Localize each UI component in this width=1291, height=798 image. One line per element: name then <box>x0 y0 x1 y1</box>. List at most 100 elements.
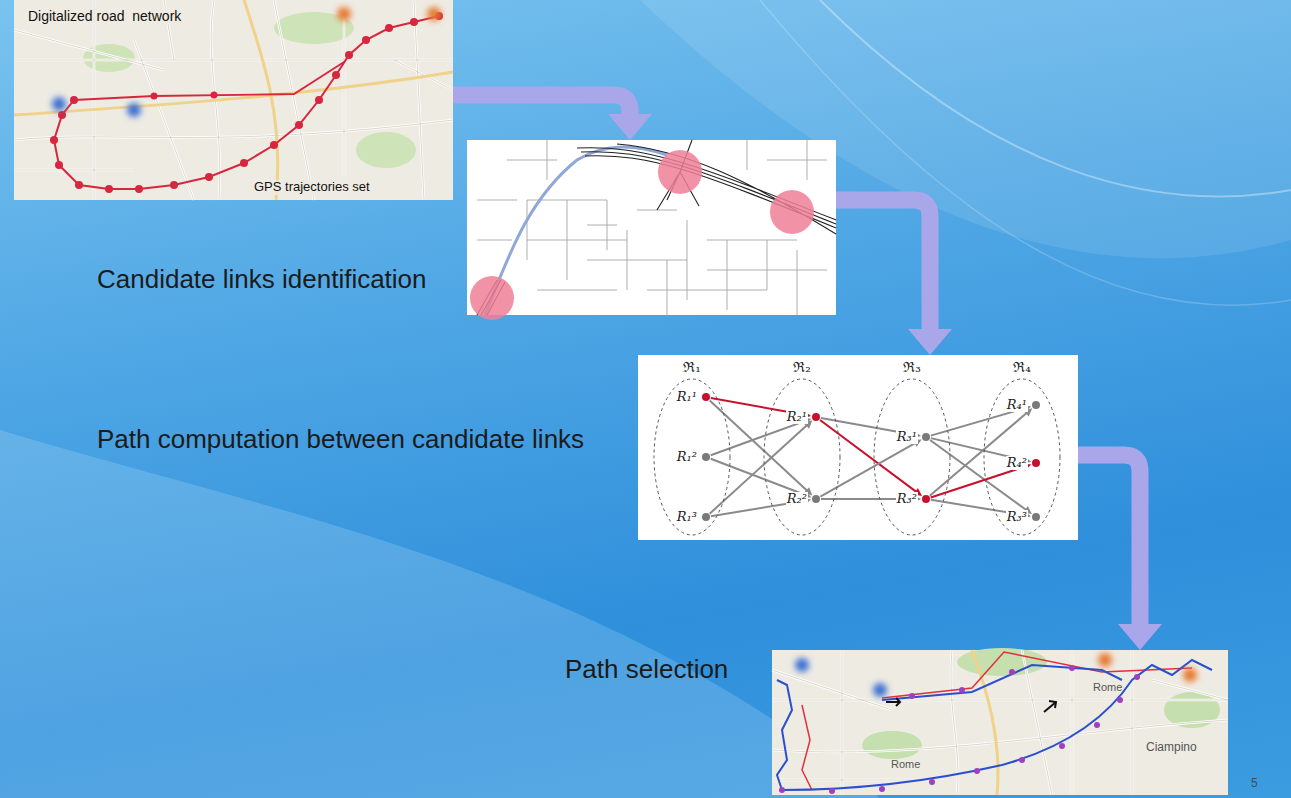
result-map-image-part-part <box>1094 722 1100 728</box>
graph-edge-line <box>711 459 805 495</box>
flow-arrow-head <box>608 114 652 140</box>
candidate-link-dot: R₂¹ <box>812 413 820 421</box>
network-image-part <box>470 150 814 320</box>
result-map-image-part-part <box>1117 697 1123 703</box>
result-map-image-part-part <box>873 683 887 697</box>
result-map-image-part-part <box>879 786 885 792</box>
connector <box>710 420 813 513</box>
background-swoosh-part <box>820 0 1291 196</box>
result-map-image-part <box>802 652 1192 790</box>
road-map-image-part-part <box>105 185 113 193</box>
graph-edge-line <box>931 408 1025 435</box>
road-map-image-part-part <box>362 36 370 44</box>
network-image <box>467 140 836 320</box>
road-map-image-part-part <box>151 93 158 100</box>
map-place-name: Rome <box>1093 681 1122 693</box>
road-map-image-part-part <box>127 103 141 117</box>
road-map-image-part-part <box>240 159 248 167</box>
candidate-link-dot: R₃³ <box>1032 513 1040 521</box>
link-label: R₁² <box>676 450 698 464</box>
link-label: R₃¹ <box>896 430 918 444</box>
road-map-image-part-part <box>135 185 143 193</box>
stage-caption: Path computation between candidate links <box>97 425 584 455</box>
result-map-image-part <box>772 650 1228 795</box>
map-annotation: GPS trajectories set <box>252 180 372 195</box>
stage-panel: Path selection <box>772 650 1228 795</box>
candidate-set-ring: ℜ₁R₁¹R₁²R₁³ <box>652 377 732 537</box>
result-map-image-part-part <box>1134 674 1140 680</box>
connector <box>1078 455 1162 650</box>
result-map-image-part <box>972 650 998 795</box>
road-map-image-part-part <box>170 181 178 189</box>
network-image-part <box>477 140 836 315</box>
result-map-image-part-part <box>829 788 835 794</box>
candidate-link-dot: R₁³ <box>702 513 710 521</box>
connector <box>820 420 922 496</box>
page-number: 5 <box>1251 777 1258 790</box>
graph-edge-line <box>930 440 1026 510</box>
map-place-name: Rome <box>891 758 920 770</box>
result-map-image-part-part <box>1059 743 1065 749</box>
road-map-image-part <box>14 0 453 200</box>
dashed-ellipse <box>872 377 952 537</box>
link-label: R₃³ <box>1006 510 1028 524</box>
road-map-image-part-part <box>337 7 351 21</box>
road-map-image <box>14 0 453 200</box>
candidate-link-dot: R₁² <box>702 453 710 461</box>
result-map-image-part <box>777 660 1212 790</box>
connector <box>453 95 652 140</box>
map-annotation: Digitalized road network <box>26 8 183 24</box>
road-map-image-part-part <box>410 18 418 26</box>
candidate-link-dot: R₃¹ <box>922 433 930 441</box>
dashed-ellipse-outline <box>984 379 1060 535</box>
result-map-image-part <box>779 665 1140 794</box>
flow-arrow-shaft <box>453 95 630 115</box>
road-map-image-part <box>50 12 443 193</box>
road-map-image-part-part <box>385 24 393 32</box>
road-map-image-part <box>14 0 453 200</box>
connector <box>710 400 813 495</box>
road-map-image-part <box>74 62 344 100</box>
dashed-ellipse-outline <box>654 379 730 535</box>
dashed-ellipse-outline <box>764 379 840 535</box>
stage-caption: Candidate links identification <box>97 265 427 295</box>
graph-edge-line <box>820 443 915 497</box>
stage-panel: Candidate links identification <box>467 140 836 315</box>
road-map-image-part-part <box>332 71 340 79</box>
graph-edge-line <box>710 425 807 514</box>
network-image-part-part <box>770 190 814 234</box>
link-label: R₄¹ <box>1006 398 1028 412</box>
candidate-set-ring: ℜ₃R₃¹R₃² <box>872 377 952 537</box>
flow-arrow-head <box>1118 624 1162 650</box>
map-place-name: Ciampino <box>1146 741 1197 754</box>
candidate-link-dot: R₄² <box>1032 459 1040 467</box>
road-map-image-part-part <box>211 92 218 99</box>
road-map-image-part-part <box>70 96 78 104</box>
result-map-image-part-part <box>929 779 935 785</box>
result-map-image-part-part <box>959 687 965 693</box>
result-map-image-part <box>795 653 1197 697</box>
stage-panel: Path computation between candidate links… <box>638 355 1078 540</box>
road-map-image-part-part <box>75 181 83 189</box>
set-label: ℜ₄ <box>1013 360 1031 374</box>
link-label: R₁¹ <box>676 390 698 404</box>
road-map-image-part <box>356 132 416 168</box>
road-map-image-part-part <box>58 111 66 119</box>
set-label: ℜ₃ <box>903 360 921 374</box>
flow-arrow-shaft <box>836 200 930 330</box>
result-map-image-part-part <box>1069 665 1075 671</box>
result-map-image-part-part <box>1019 757 1025 763</box>
road-map-image-part-part <box>345 51 353 59</box>
result-map-image-part-part <box>974 768 980 774</box>
road-map-image-part <box>14 0 453 200</box>
result-map-image-part-part <box>795 658 809 672</box>
background-swoosh-part <box>760 0 1291 305</box>
result-map-image-part-part <box>779 787 785 793</box>
result-map-image-part <box>772 650 1228 795</box>
flow-arrow-shaft <box>1078 455 1140 625</box>
road-map-image-part-part <box>427 7 441 21</box>
road-map-image-part-part <box>50 136 58 144</box>
result-map-image-part-part <box>1098 653 1112 667</box>
